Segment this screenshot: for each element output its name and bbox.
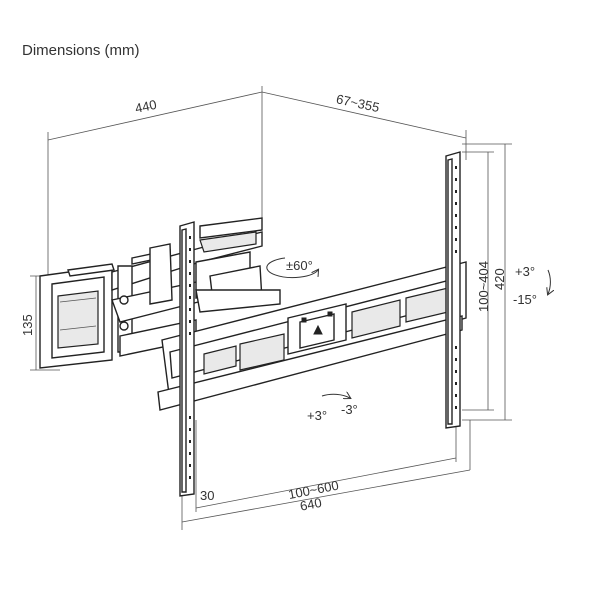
label-width-total: 640 (299, 495, 323, 514)
swivel-arrow (266, 257, 318, 279)
label-swivel: ±60° (286, 258, 313, 273)
bottom-dimension-lines (181, 420, 471, 530)
label-level-minus: -3° (341, 402, 358, 417)
vertical-bracket-left (179, 221, 195, 497)
right-dimension-lines (462, 143, 512, 421)
label-tilt-up: +3° (515, 264, 535, 279)
wall-plate (39, 263, 115, 369)
label-offset: 30 (200, 488, 214, 503)
label-depth-width: 440 (134, 97, 158, 116)
tilt-arrow (548, 269, 550, 294)
horizontal-rail (157, 261, 467, 411)
label-extension: 67~355 (335, 91, 381, 115)
level-arrow (321, 394, 350, 398)
articulating-arms (111, 217, 281, 357)
label-height-total: 420 (492, 268, 507, 290)
label-vesa-vertical: 100~404 (476, 261, 491, 312)
vertical-bracket-right (445, 151, 461, 429)
label-height-left: 135 (20, 314, 35, 336)
top-dimension-lines (47, 86, 467, 278)
label-tilt-down: -15° (513, 292, 537, 307)
label-level-plus: +3° (307, 408, 327, 423)
diagram-title: Dimensions (mm) (22, 42, 140, 59)
